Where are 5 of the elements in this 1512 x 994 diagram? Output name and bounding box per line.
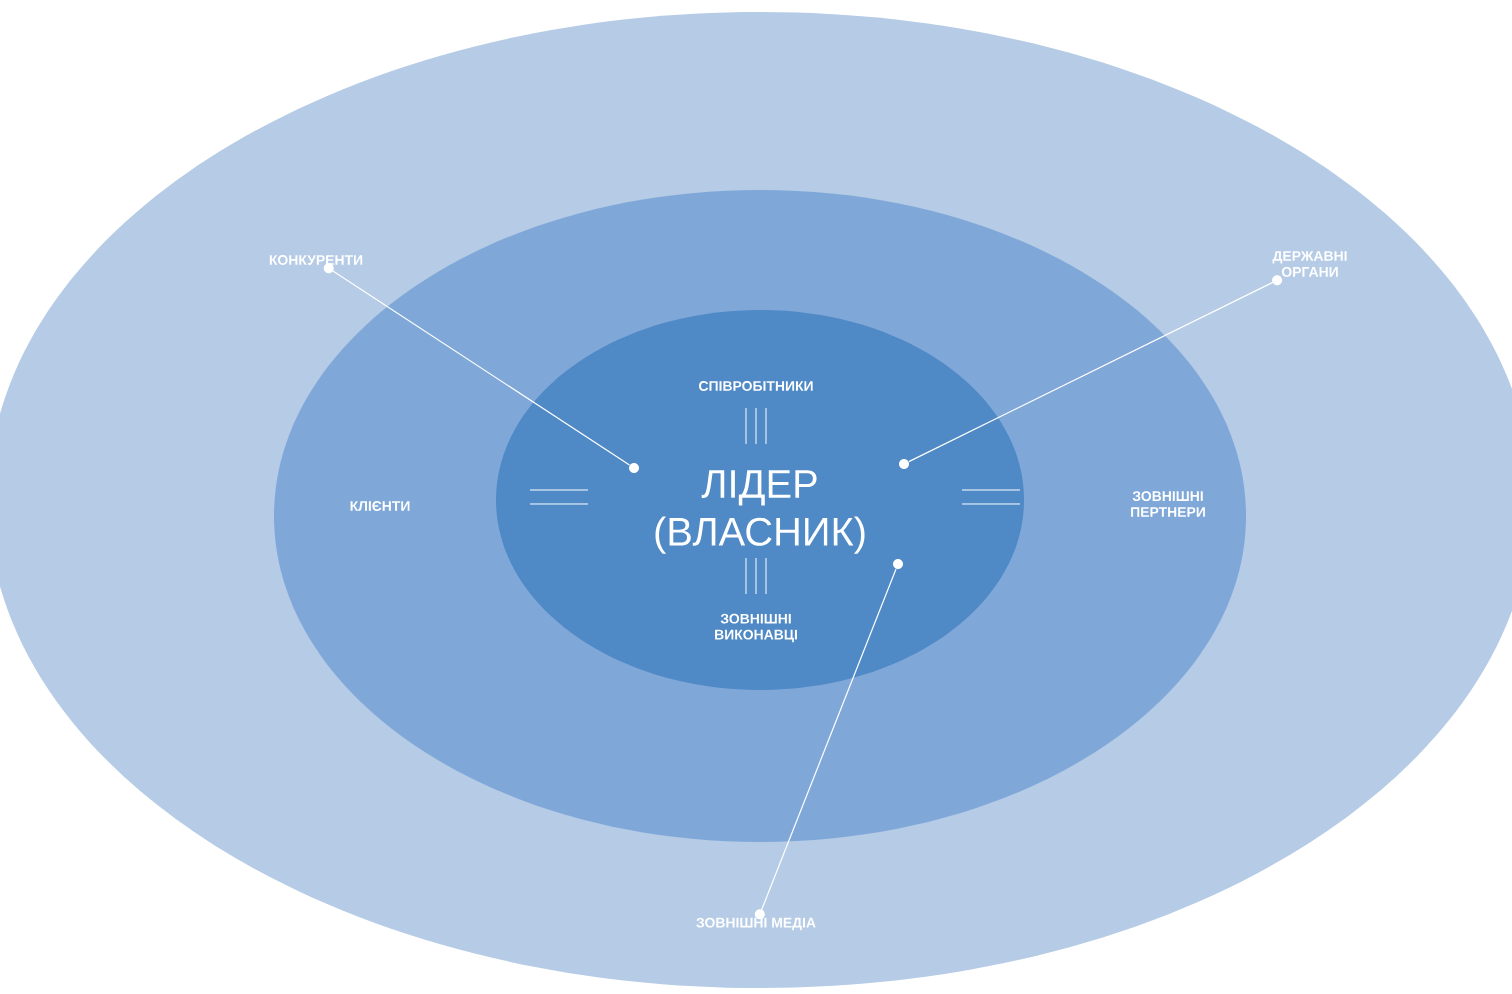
leader-line bbox=[908, 279, 1278, 463]
leader-line bbox=[328, 267, 631, 466]
ring-label: ЛІДЕР (ВЛАСНИК) bbox=[655, 470, 865, 554]
ring bbox=[496, 310, 1024, 690]
leader-line bbox=[759, 568, 897, 915]
